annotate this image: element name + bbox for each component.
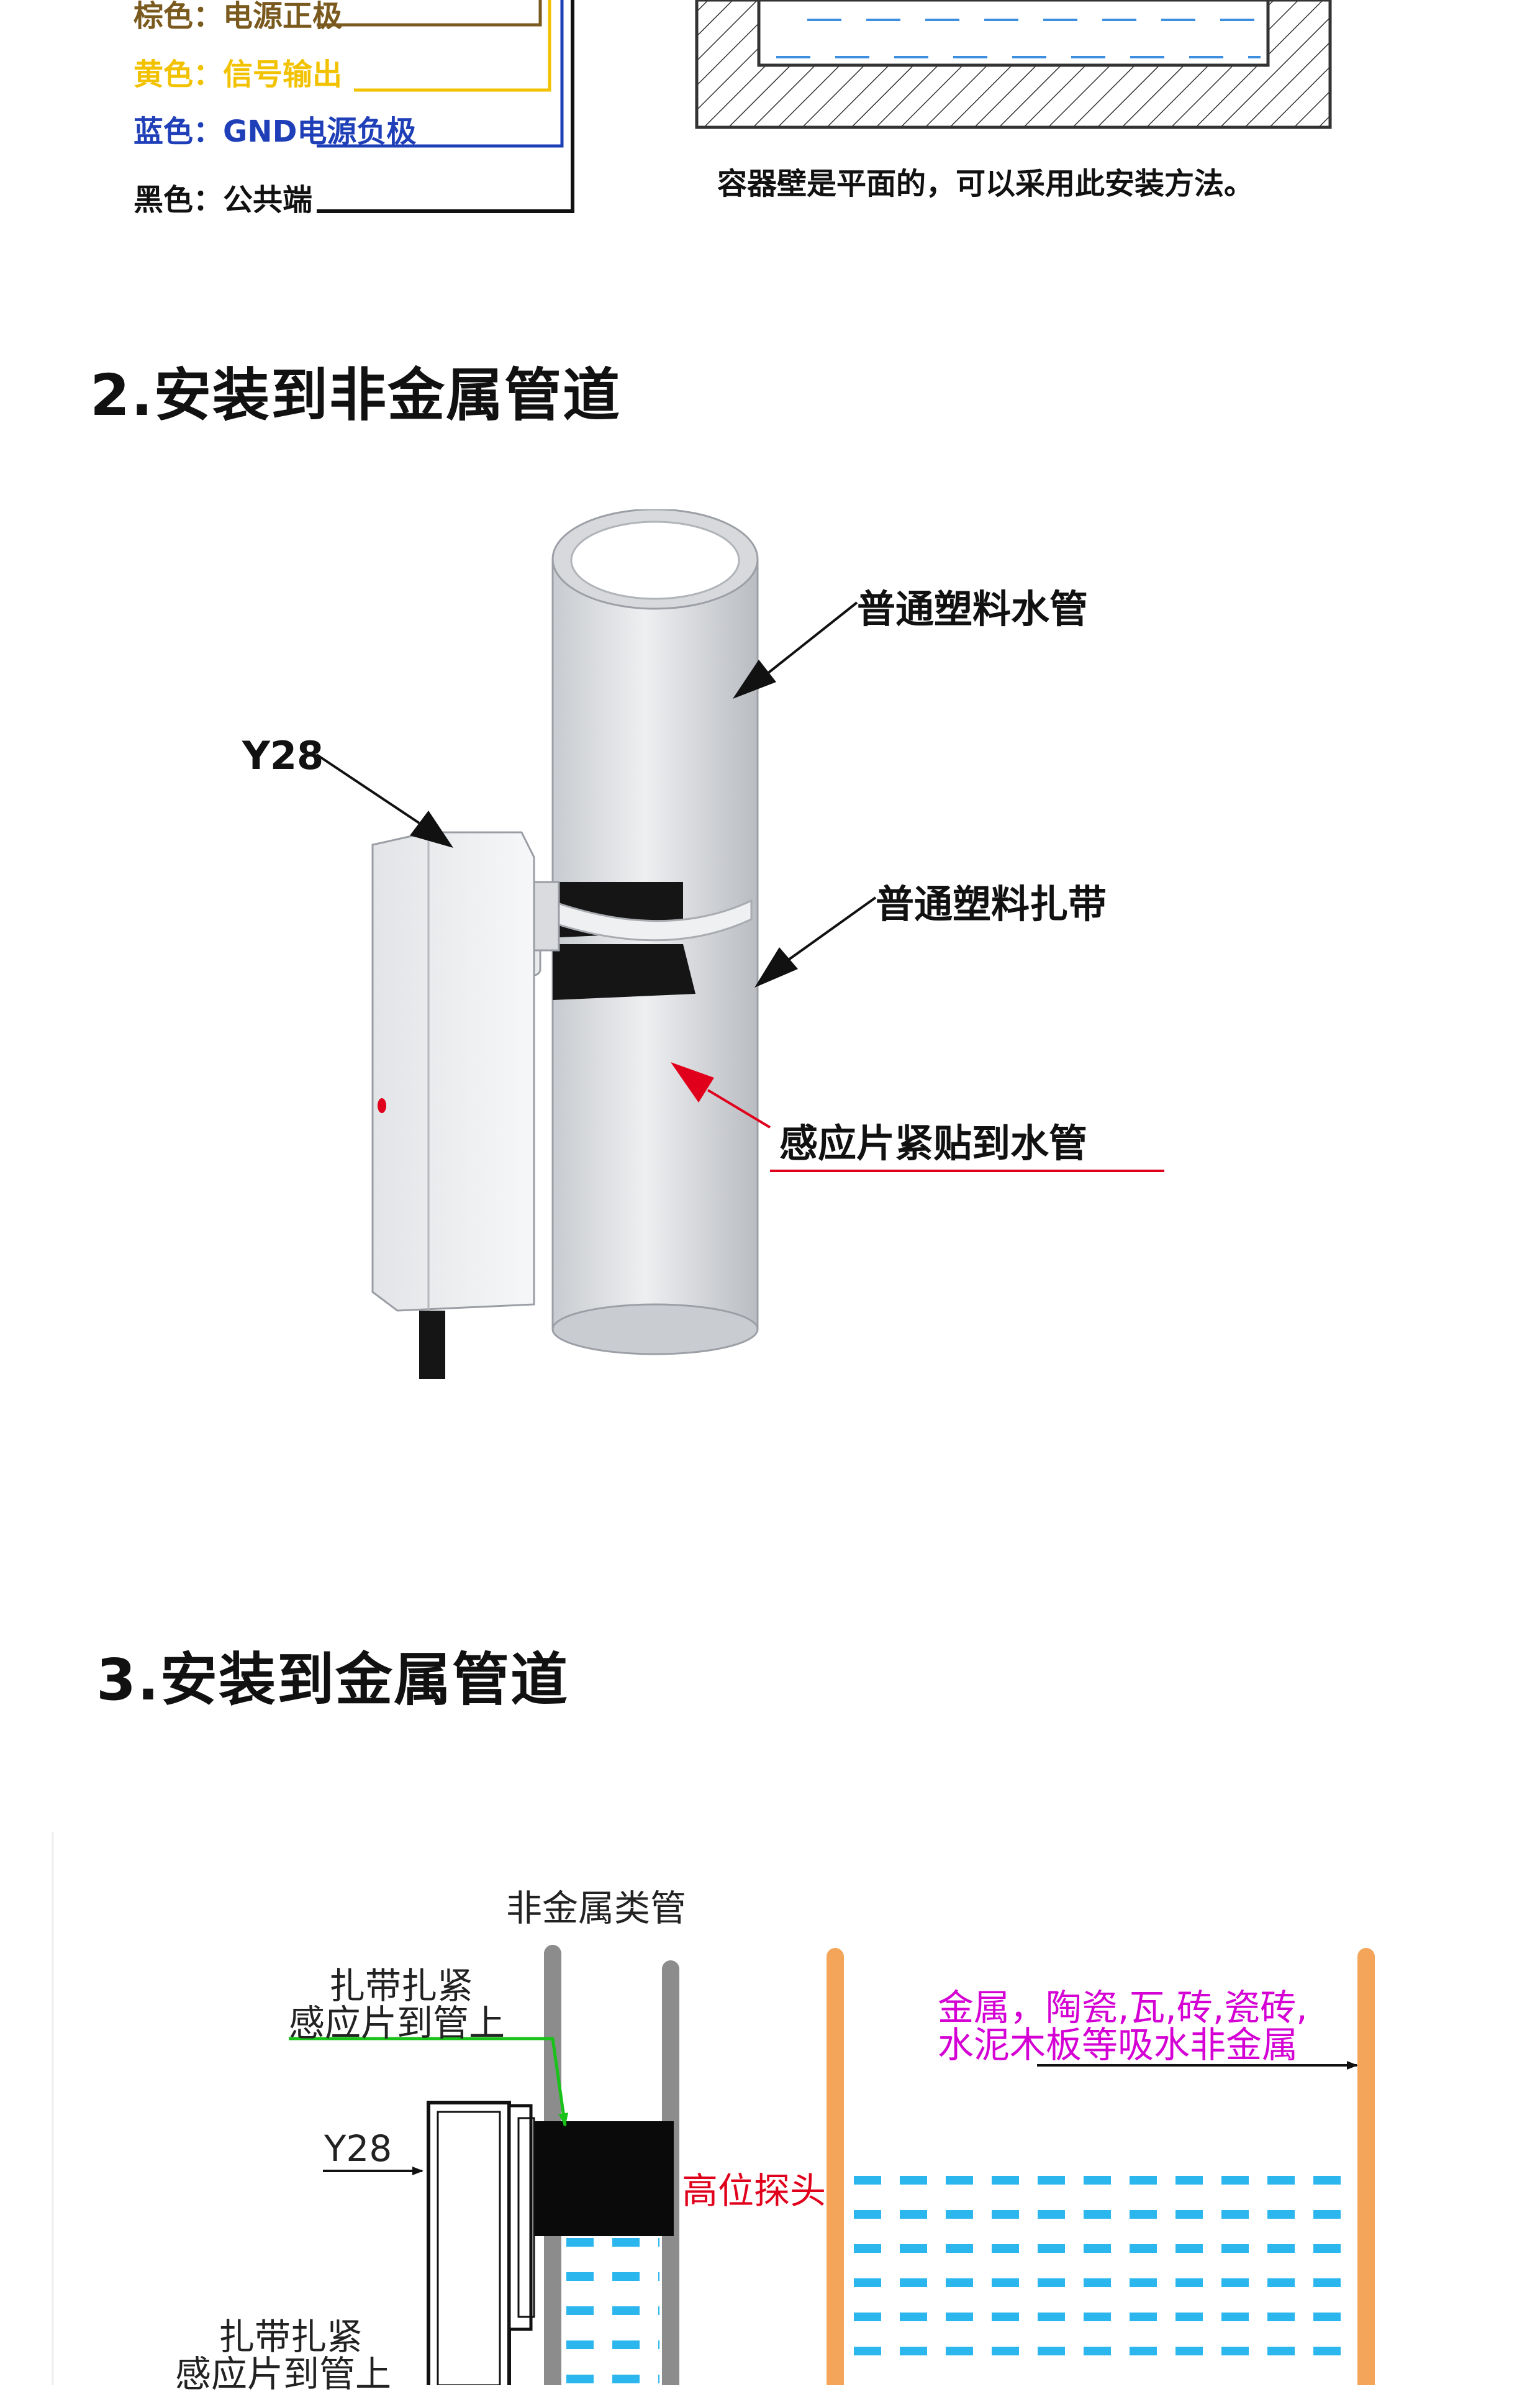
label-tie-top-line2: 感应片到管上: [289, 2002, 505, 2044]
section2-leaders: [315, 601, 1164, 1172]
yellow-wire: [354, 0, 551, 92]
device-mount: [533, 881, 560, 952]
leader-tie-top: [289, 2037, 569, 2127]
black-wire: [317, 0, 574, 213]
pipe-opening: [570, 521, 740, 600]
pipe-bottom: [551, 1303, 759, 1355]
high-probe-sensor: [534, 2121, 674, 2236]
sensor-pad-lower: [553, 944, 695, 1000]
leader-device: [315, 753, 420, 824]
container-interior: [757, 0, 1270, 67]
label-tie-bottom-line1: 扎带扎紧: [219, 2316, 363, 2358]
arrowhead-sensor: [671, 1062, 714, 1103]
label-materials-line1: 金属，陶瓷,瓦,砖,瓷砖,: [938, 1986, 1308, 2029]
label-nonmetal-tube: 非金属类管: [506, 1887, 687, 1929]
device-cable: [419, 1311, 445, 1379]
y28-device: [427, 2101, 511, 2385]
container-wall-diagram: [695, 0, 1332, 129]
device-inner: [437, 2111, 501, 2385]
leader-pipe: [766, 601, 858, 675]
arrowhead-tie: [754, 947, 798, 988]
nonmetal-pipe-illustration: [371, 509, 759, 1379]
y28-device: [371, 831, 535, 1312]
device-mount-inner: [517, 2117, 535, 2318]
cable-tie: [533, 893, 753, 942]
label-y28-device: Y28: [242, 733, 324, 778]
section2-heading: 2.安装到非金属管道: [90, 362, 621, 429]
arrowhead-pipe: [733, 660, 776, 699]
label-high-probe: 高位探头: [682, 2170, 827, 2212]
wire-label-brown: 棕色：电源正极: [134, 0, 343, 34]
label-plastic-tie: 普通塑料扎带: [876, 881, 1107, 927]
label-sensor-contact: 感应片紧贴到水管: [779, 1121, 1088, 1166]
wire-label-yellow: 黄色：信号输出: [134, 57, 343, 92]
label-plastic-pipe: 普通塑料水管: [857, 586, 1089, 632]
tube-water: [566, 2238, 659, 2383]
blue-wire: [317, 0, 564, 148]
wire-label-black: 黑色：公共端: [134, 183, 313, 217]
leader-tie: [787, 896, 877, 961]
indicator-led: [378, 1098, 386, 1113]
label-y28-device: Y28: [324, 2127, 392, 2170]
metal-pipe-diagram: [52, 1832, 1375, 2385]
wire-label-blue: 蓝色：GND电源负极: [134, 114, 417, 149]
label-tie-bottom-line2: 感应片到管上: [175, 2353, 392, 2395]
device-mount: [507, 2104, 533, 2331]
section3-heading: 3.安装到金属管道: [96, 1647, 569, 1713]
container-caption: 容器壁是平面的，可以采用此安装方法。: [717, 166, 1254, 201]
label-tie-top-line1: 扎带扎紧: [329, 1965, 474, 2007]
wiring-lines: [317, 0, 574, 213]
container-water: [854, 2176, 1354, 2355]
leader-sensor: [707, 1089, 771, 1129]
label-materials-line2: 水泥木板等吸水非金属: [938, 2024, 1298, 2066]
arrowhead-device: [410, 811, 453, 848]
brown-wire: [317, 0, 542, 27]
